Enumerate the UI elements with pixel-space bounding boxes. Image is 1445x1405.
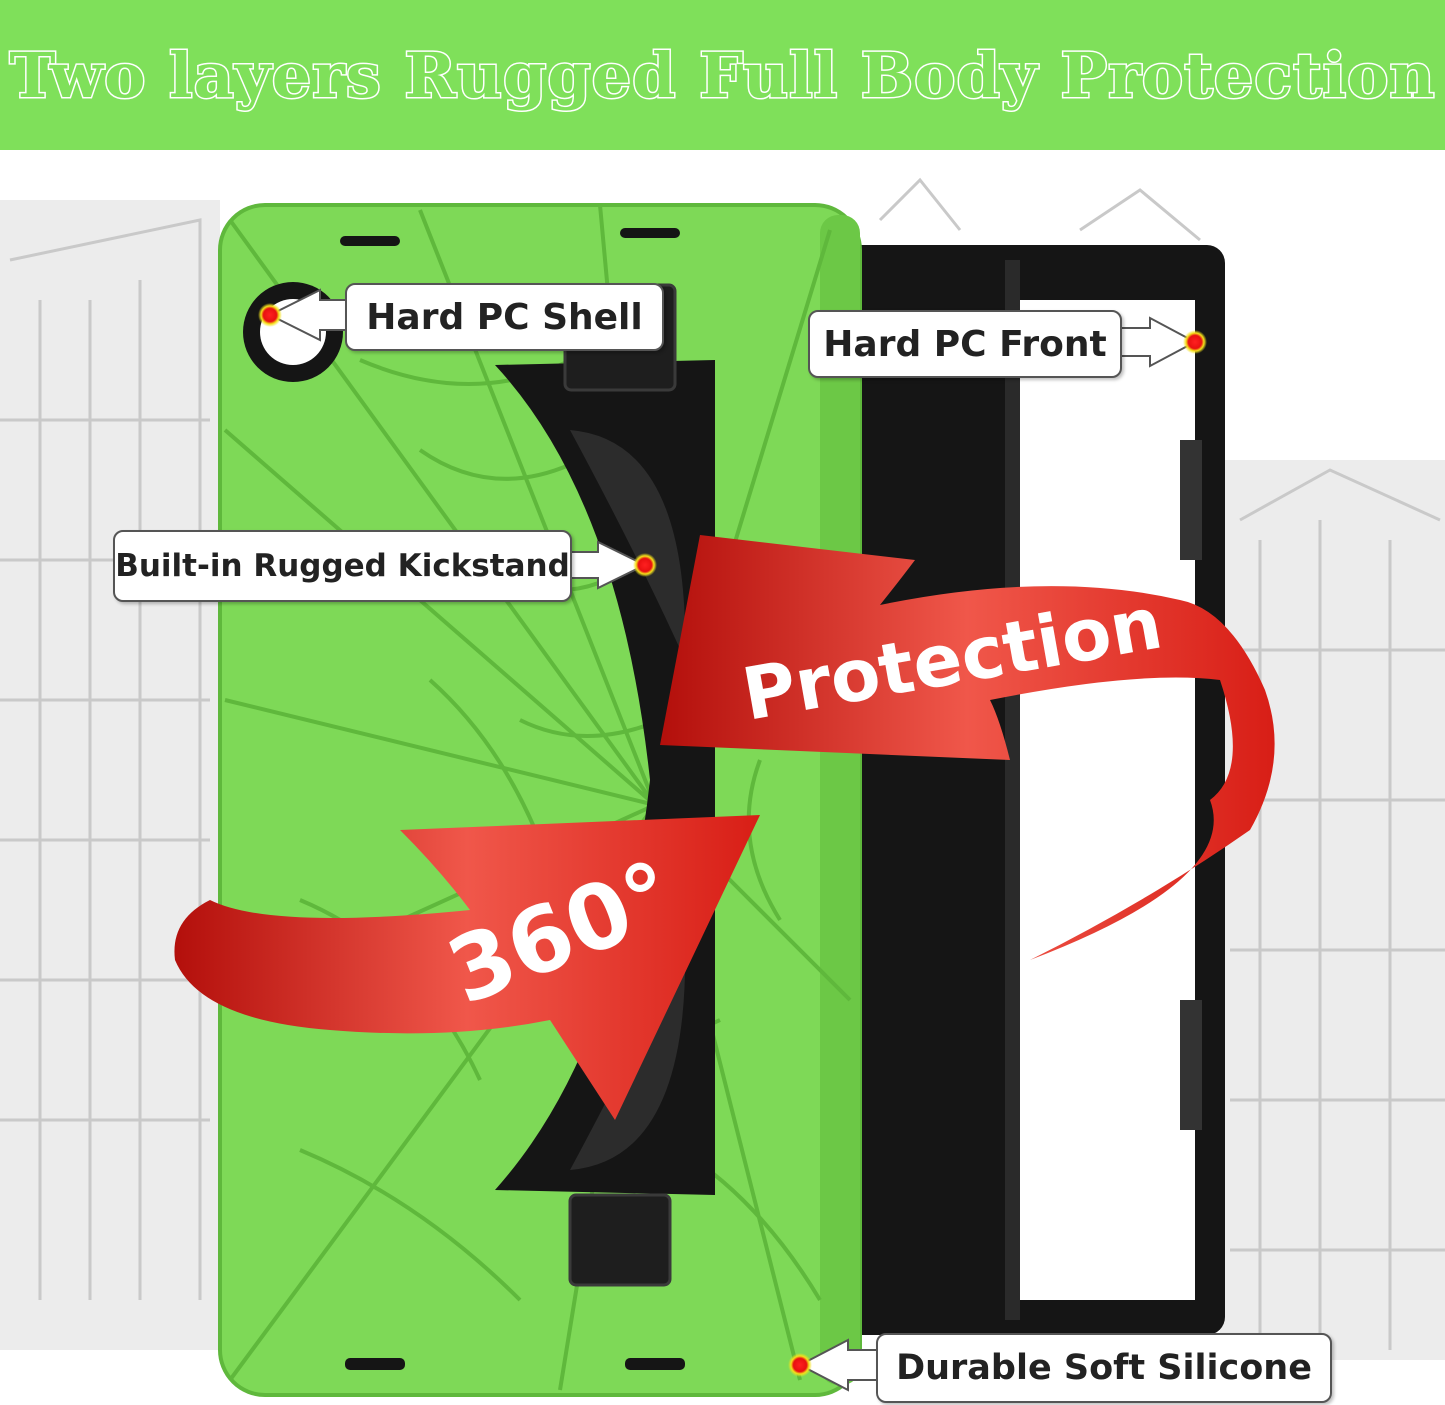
callout-label: Hard PC Shell — [366, 296, 643, 338]
callout-kickstand: Built-in Rugged Kickstand — [113, 530, 572, 602]
callout-hard-pc-front: Hard PC Front — [808, 310, 1122, 378]
callout-pointers — [267, 288, 1198, 1392]
callout-hard-pc-shell: Hard PC Shell — [345, 283, 664, 351]
callout-label: Durable Soft Silicone — [896, 1348, 1312, 1388]
product-illustration: Protection 360° — [0, 177, 1445, 1397]
callout-label: Built-in Rugged Kickstand — [115, 548, 570, 584]
callout-label: Hard PC Front — [823, 323, 1107, 365]
sketch-background — [0, 177, 1445, 1360]
marker-dots — [258, 303, 1207, 1377]
banner-title: Two layers Rugged Full Body Protection — [8, 37, 1436, 113]
hard-pc-front-frame — [840, 245, 1225, 1335]
title-banner: Two layers Rugged Full Body Protection — [0, 0, 1445, 150]
callout-soft-silicone: Durable Soft Silicone — [876, 1333, 1332, 1403]
product-scene: Protection 360° Hard PC Shell Hard PC Fr… — [0, 150, 1445, 1405]
